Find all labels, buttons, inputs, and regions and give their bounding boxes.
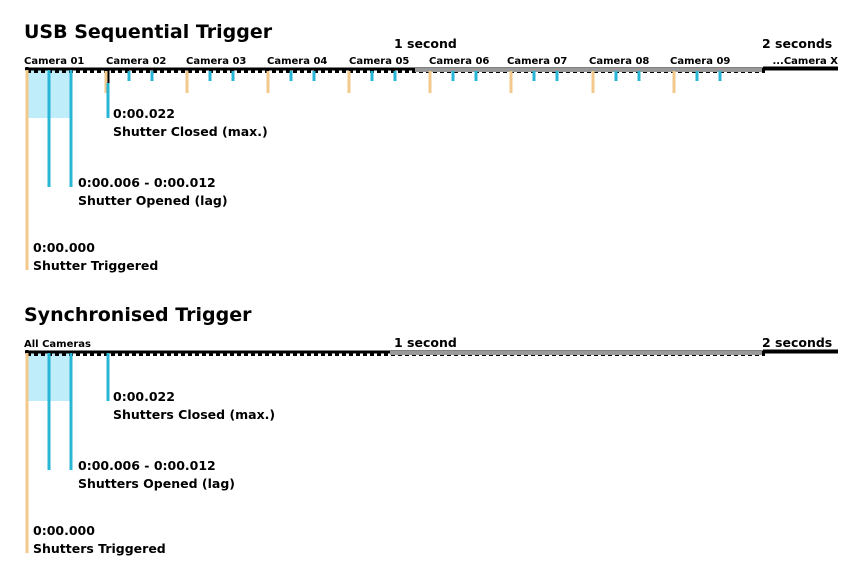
shutter-opened-time: 0:00.006 - 0:00.012 [78, 175, 216, 190]
usb-camera-label: Camera 09 [670, 56, 730, 67]
usb-two-seconds-label: 2 seconds [762, 36, 832, 51]
usb-trigger-title: USB Sequential Trigger [24, 21, 273, 43]
shutters-triggered-time: 0:00.000 [33, 523, 95, 538]
usb-camera-label: Camera 04 [267, 56, 327, 67]
usb-camera-label: Camera 07 [507, 56, 567, 67]
sync-two-seconds-label: 2 seconds [762, 335, 832, 350]
shutter-triggered-time: 0:00.000 [33, 240, 95, 255]
usb-camera-label: Camera 06 [429, 56, 489, 67]
usb-camera-label: Camera 01 [24, 56, 84, 67]
usb-camera-label: Camera 03 [186, 56, 246, 67]
sync-trigger-title: Synchronised Trigger [24, 304, 252, 326]
usb-camera-label: Camera 05 [349, 56, 409, 67]
usb-trigger-diagram: USB Sequential Trigger 1 second 2 second… [24, 21, 838, 273]
shutter-closed-label: Shutter Closed (max.) [113, 124, 268, 139]
sync-timeline-axis [25, 349, 838, 366]
shutters-closed-time: 0:00.022 [113, 389, 175, 404]
shutter-opened-label: Shutter Opened (lag) [78, 193, 228, 208]
shutter-triggered-label: Shutter Triggered [33, 258, 158, 273]
sync-one-second-label: 1 second [394, 335, 457, 350]
shutters-opened-label: Shutters Opened (lag) [78, 476, 235, 491]
sync-camera-label: All Cameras [24, 339, 91, 350]
shutters-opened-time: 0:00.006 - 0:00.012 [78, 458, 216, 473]
usb-camera-label: Camera 02 [106, 56, 166, 67]
shutters-closed-label: Shutters Closed (max.) [113, 407, 275, 422]
usb-timeline-axis [25, 66, 838, 83]
usb-one-second-label: 1 second [394, 36, 457, 51]
shutters-triggered-label: Shutters Triggered [33, 541, 166, 556]
usb-end-camera-label: ...Camera X [772, 56, 838, 67]
shutter-closed-time: 0:00.022 [113, 106, 175, 121]
synchronised-trigger-diagram: Synchronised Trigger 1 second 2 seconds … [24, 304, 838, 556]
usb-camera-label: Camera 08 [589, 56, 649, 67]
usb-camera-ticks [104, 71, 722, 93]
